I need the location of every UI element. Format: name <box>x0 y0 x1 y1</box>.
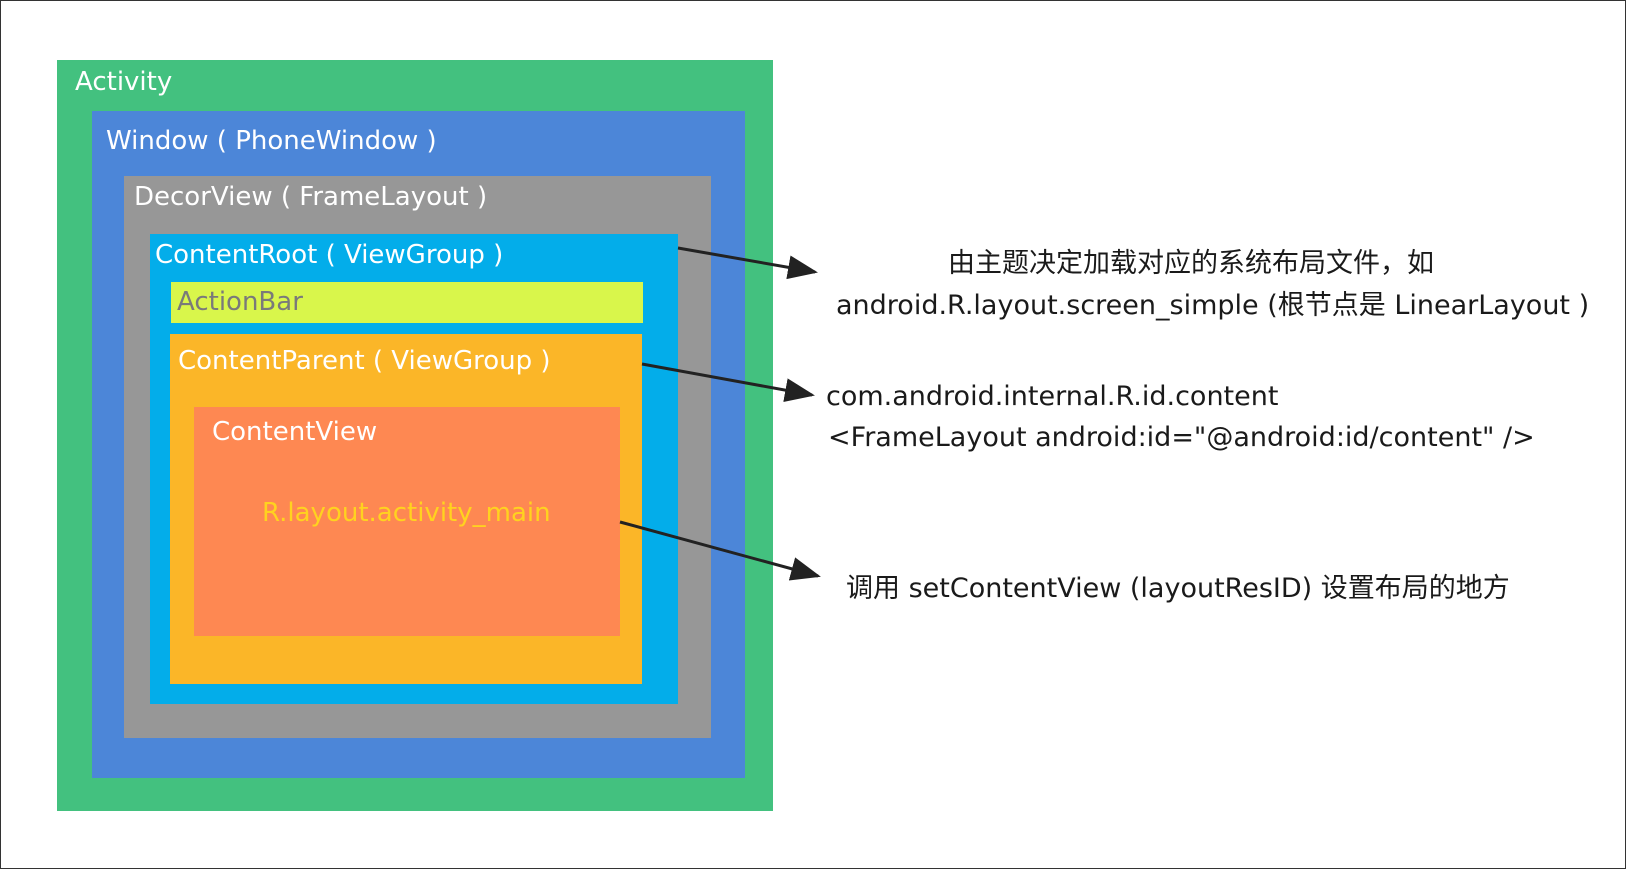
content-view-box <box>194 407 620 636</box>
activity-label: Activity <box>75 67 173 97</box>
action-bar-label: ActionBar <box>177 287 303 317</box>
content-view-arrow <box>619 520 821 581</box>
window-label: Window ( PhoneWindow ) <box>106 126 437 156</box>
content-parent-label: ContentParent ( ViewGroup ) <box>178 346 551 376</box>
content-root-note-line2: android.R.layout.screen_simple (根节点是 Lin… <box>836 290 1590 321</box>
content-view-label: ContentView <box>212 417 378 447</box>
content-root-note-line1: 由主题决定加载对应的系统布局文件，如 <box>948 248 1434 279</box>
decor-view-label: DecorView ( FrameLayout ) <box>134 182 488 212</box>
content-parent-note-line1: com.android.internal.R.id.content <box>826 381 1279 412</box>
action-bar-box <box>171 282 643 323</box>
content-parent-note-line2: <FrameLayout android:id="@android:id/con… <box>828 422 1535 453</box>
content-root-label: ContentRoot ( ViewGroup ) <box>155 240 504 270</box>
content-root-arrow <box>677 246 818 280</box>
content-parent-arrow <box>641 362 815 402</box>
content-view-note: 调用 setContentView (layoutResID) 设置布局的地方 <box>846 573 1510 604</box>
content-view-layout-label: R.layout.activity_main <box>262 498 551 528</box>
